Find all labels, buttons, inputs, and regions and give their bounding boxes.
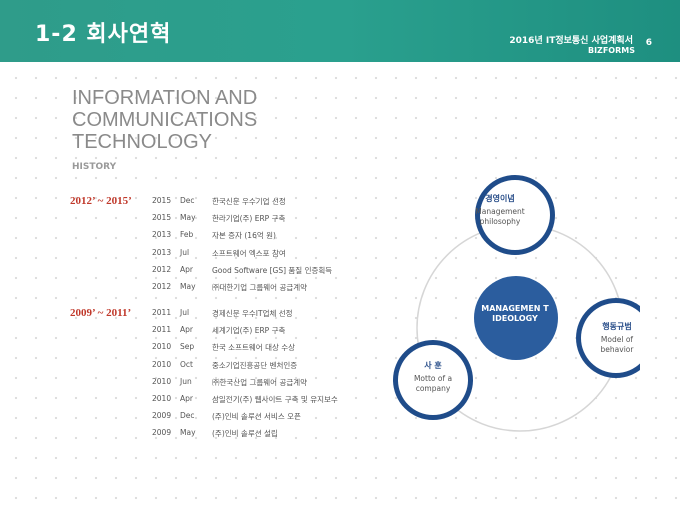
event-text: Good Software [GS] 품질 인증획득 bbox=[212, 265, 333, 275]
node-2-desc: Model of behavior bbox=[600, 335, 634, 354]
node-3-title: 사 훈 bbox=[424, 361, 442, 370]
dot-grid-background bbox=[0, 62, 680, 510]
event-month: Apr bbox=[180, 325, 193, 335]
event-text: 한국신문 우수기업 선정 bbox=[212, 197, 286, 206]
event-text: (주)인비 솔루션 서비스 오픈 bbox=[212, 412, 301, 422]
event-month: Apr bbox=[180, 264, 193, 274]
event-year: 2010 bbox=[152, 394, 172, 403]
period-range-1: 2012’ ~ 2015’ bbox=[70, 195, 132, 207]
event-text: 소프트웨어 엑스포 참여 bbox=[212, 248, 286, 258]
event-year: 2012 bbox=[152, 264, 172, 274]
event-year: 2012 bbox=[152, 282, 172, 291]
slide-title: 1-2 회사연혁 bbox=[35, 22, 172, 47]
node-motto bbox=[393, 340, 473, 420]
event-month: Apr bbox=[180, 394, 193, 403]
event-month: May bbox=[180, 282, 196, 291]
event-year: 2013 bbox=[152, 230, 172, 240]
event-text: (주)인비 솔루션 설립 bbox=[212, 429, 278, 439]
event-text: ㈜한국산업 그룹웨어 공급계약 bbox=[212, 377, 308, 387]
node-3-desc: Motto of a company bbox=[413, 374, 453, 393]
ideology-diagram bbox=[393, 175, 640, 432]
node-2-title: 행동규범 bbox=[602, 322, 632, 331]
event-year: 2009 bbox=[152, 411, 172, 421]
event-text: 세계기업(주) ERP 구축 bbox=[212, 326, 286, 336]
event-year: 2011 bbox=[152, 308, 172, 317]
event-month: Jul bbox=[180, 247, 190, 257]
event-text: 삼일전기(주) 웹사이트 구축 및 유지보수 bbox=[212, 395, 338, 404]
event-year: 2010 bbox=[152, 359, 172, 369]
event-month: Sep bbox=[180, 342, 195, 352]
event-text: 한라기업(주) ERP 구축 bbox=[212, 214, 286, 224]
event-year: 2010 bbox=[152, 376, 172, 386]
event-month: May bbox=[180, 428, 196, 438]
event-year: 2015 bbox=[152, 196, 172, 205]
node-2-text: 행동규범 Model of behavior bbox=[582, 322, 652, 355]
header-subtitle: 2016년 IT정보통신 사업계획서 bbox=[509, 36, 633, 46]
center-circle bbox=[474, 276, 558, 360]
node-1-desc: Management philosophy bbox=[475, 207, 525, 226]
event-month: Oct bbox=[180, 359, 193, 369]
event-month: Dec bbox=[180, 411, 195, 421]
event-year: 2011 bbox=[152, 325, 172, 335]
event-text: 경제신문 우수IT업체 선정 bbox=[212, 309, 293, 318]
slide-header: 1-2 회사연혁 2016년 IT정보통신 사업계획서 BIZFORMS 6 bbox=[0, 0, 680, 62]
event-year: 2015 bbox=[152, 213, 172, 223]
period-range-2: 2009’ ~ 2011’ bbox=[70, 307, 132, 319]
node-model-of-behavior bbox=[576, 298, 640, 378]
node-3-text: 사 훈 Motto of a company bbox=[403, 361, 463, 394]
event-text: 한국 소프트웨어 대상 수상 bbox=[212, 343, 296, 353]
event-year: 2009 bbox=[152, 428, 172, 438]
event-text: 자본 증자 (16억 원) bbox=[212, 231, 276, 241]
event-year: 2010 bbox=[152, 342, 172, 352]
node-management-philosophy bbox=[475, 175, 555, 255]
event-month: Jul bbox=[180, 308, 190, 317]
event-month: Jun bbox=[180, 376, 192, 386]
event-text: 중소기업진흥공단 벤처인증 bbox=[212, 360, 298, 370]
event-year: 2013 bbox=[152, 247, 172, 257]
event-month: Feb bbox=[180, 230, 194, 240]
node-1-title: 경영이념 bbox=[485, 194, 515, 203]
event-month: May bbox=[180, 213, 196, 223]
node-1-text: 경영이념 Management philosophy bbox=[470, 194, 530, 227]
history-label: HISTORY bbox=[72, 162, 117, 172]
event-month: Dec bbox=[180, 196, 195, 205]
event-text: ㈜대한기업 그룹웨어 공급계약 bbox=[212, 283, 308, 292]
page-number: 6 bbox=[645, 38, 652, 48]
header-brand: BIZFORMS bbox=[587, 46, 635, 55]
center-label: MANAGEMEN T IDEOLOGY bbox=[481, 304, 549, 323]
section-heading: INFORMATION AND COMMUNICATIONS TECHNOLOG… bbox=[72, 87, 258, 153]
